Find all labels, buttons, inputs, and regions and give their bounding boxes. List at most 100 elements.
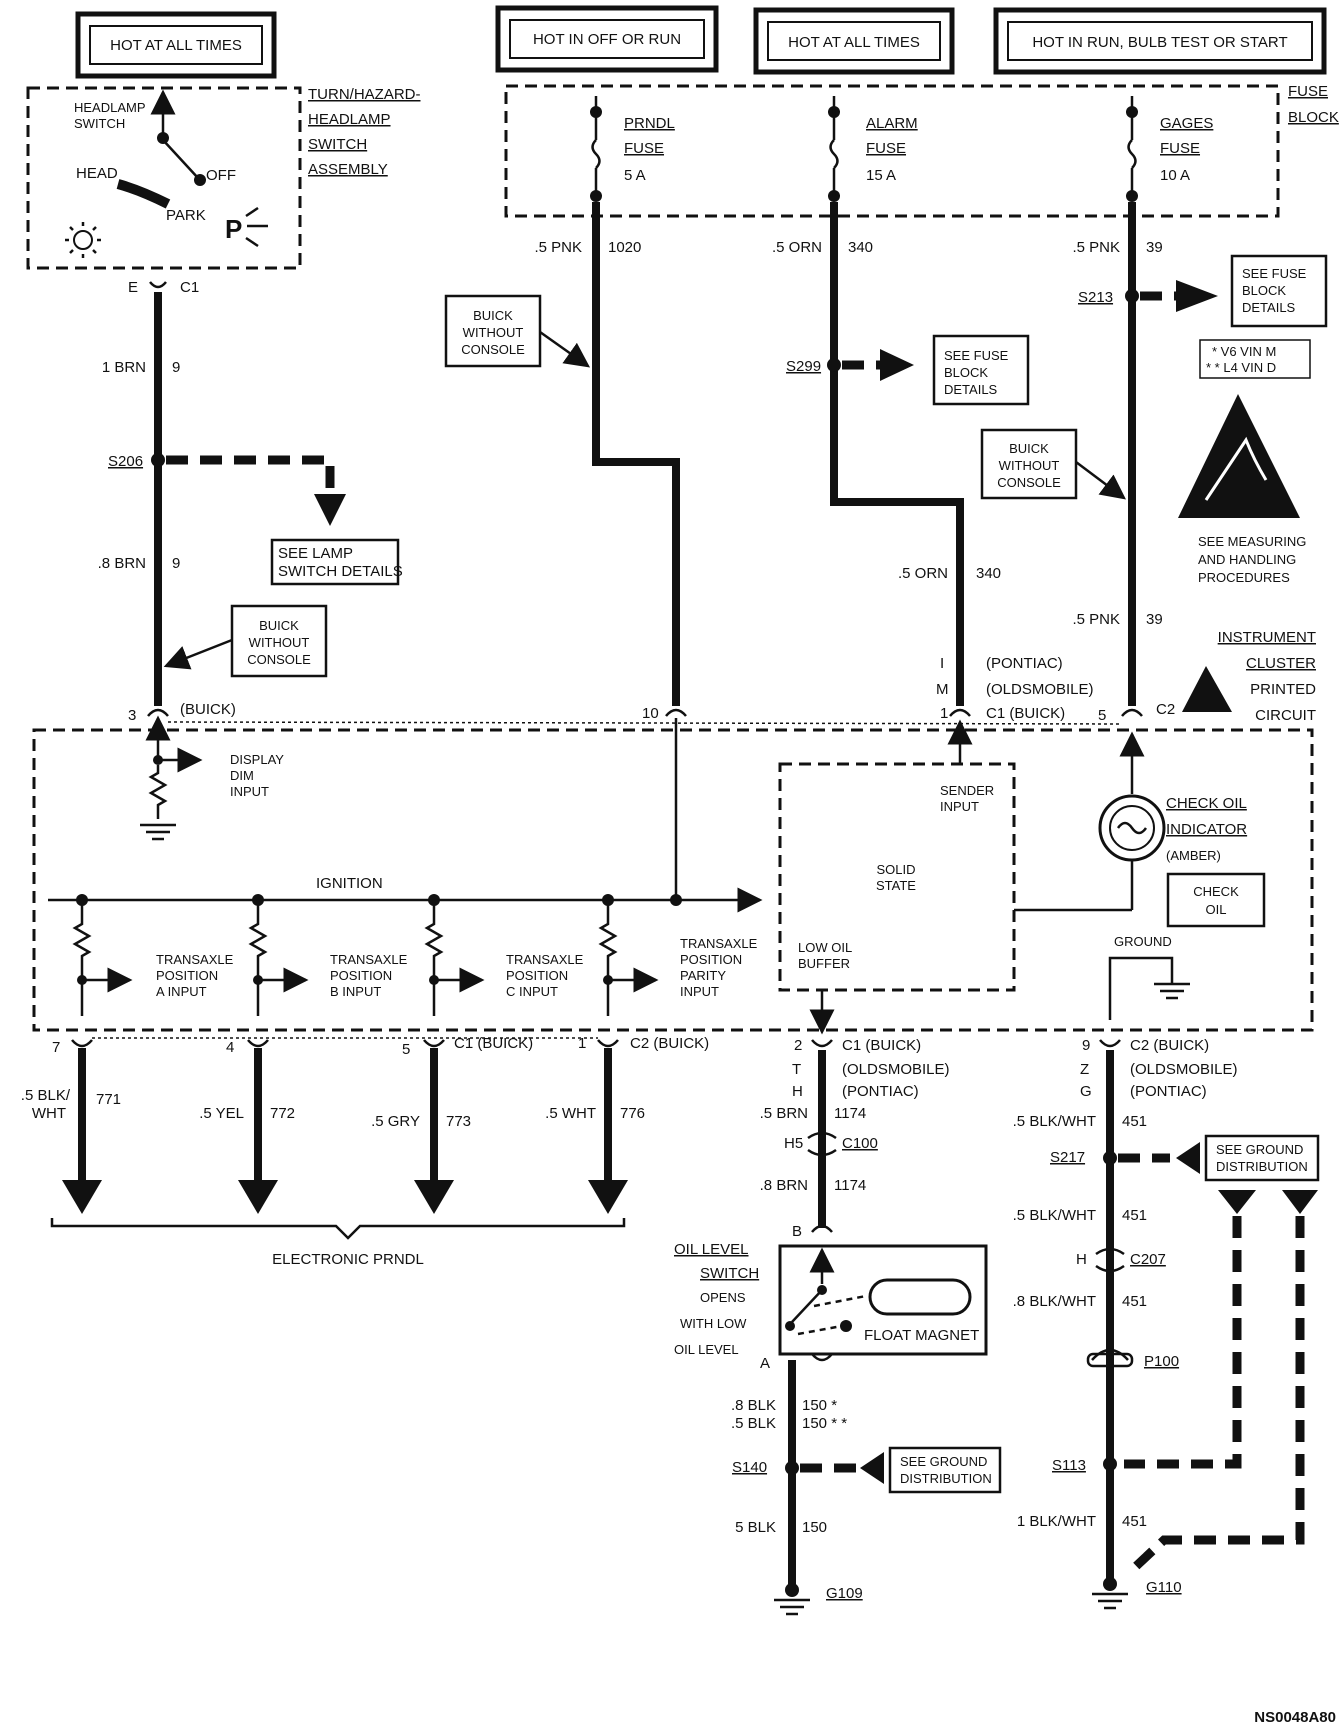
svg-text:M: M bbox=[936, 681, 949, 698]
oil-level-switch: B FLOAT MAGNET OIL LEVEL SWITCH OPENS WI… bbox=[674, 1223, 988, 1372]
svg-text:E: E bbox=[128, 279, 138, 296]
svg-text:C207: C207 bbox=[1130, 1251, 1166, 1268]
svg-text:POSITION: POSITION bbox=[330, 968, 392, 983]
ground-g109: G109 bbox=[774, 1583, 863, 1616]
splice-s299: S299 bbox=[786, 349, 914, 381]
svg-text:INSTRUMENT: INSTRUMENT bbox=[1218, 629, 1316, 646]
fuse-alarm: ALARM FUSE 15 A bbox=[828, 96, 918, 202]
note-buick-wc-left: BUICK WITHOUT CONSOLE bbox=[163, 604, 328, 678]
svg-text:9: 9 bbox=[1082, 1037, 1090, 1054]
svg-text:TRANSAXLE: TRANSAXLE bbox=[330, 952, 408, 967]
svg-text:150: 150 bbox=[802, 1519, 827, 1536]
svg-text:39: 39 bbox=[1146, 611, 1163, 628]
svg-text:HOT IN OFF OR RUN: HOT IN OFF OR RUN bbox=[533, 31, 681, 48]
svg-text:ELECTRONIC PRNDL: ELECTRONIC PRNDL bbox=[272, 1251, 424, 1268]
svg-text:.8 BLK: .8 BLK bbox=[731, 1397, 776, 1414]
svg-text:SOLID: SOLID bbox=[876, 862, 915, 877]
svg-text:POSITION: POSITION bbox=[156, 968, 218, 983]
svg-text:1: 1 bbox=[578, 1035, 586, 1052]
svg-text:(AMBER): (AMBER) bbox=[1166, 848, 1221, 863]
svg-text:B: B bbox=[792, 1223, 802, 1240]
wire-yel-772: .5 YEL 772 bbox=[199, 1048, 295, 1214]
svg-text:DISTRIBUTION: DISTRIBUTION bbox=[1216, 1159, 1308, 1174]
svg-text:.5 ORN: .5 ORN bbox=[898, 565, 948, 582]
svg-text:CHECK: CHECK bbox=[1193, 884, 1239, 899]
svg-text:DETAILS: DETAILS bbox=[944, 382, 998, 397]
splice-s217: S217 bbox=[1050, 1142, 1200, 1174]
note-buick-wc-right: BUICK WITHOUT CONSOLE bbox=[980, 428, 1126, 500]
svg-text:(BUICK): (BUICK) bbox=[180, 701, 236, 718]
fuse-prndl: PRNDL FUSE 5 A bbox=[590, 96, 675, 202]
note-vin-legend: * V6 VIN M * * L4 VIN D bbox=[1199, 339, 1311, 379]
svg-text:1174: 1174 bbox=[834, 1177, 866, 1194]
svg-text:B INPUT: B INPUT bbox=[330, 984, 381, 999]
svg-text:.5 ORN: .5 ORN bbox=[772, 239, 822, 256]
svg-text:P: P bbox=[225, 214, 242, 244]
wire-blk-wht-451: .5 BLK/WHT 451 .5 BLK/WHT 451 .8 BLK/WHT… bbox=[1013, 1050, 1147, 1584]
svg-text:340: 340 bbox=[848, 239, 873, 256]
svg-text:HOT AT ALL TIMES: HOT AT ALL TIMES bbox=[788, 34, 920, 51]
svg-text:HOT IN RUN, BULB TEST OR START: HOT IN RUN, BULB TEST OR START bbox=[1032, 34, 1287, 51]
svg-text:773: 773 bbox=[446, 1113, 471, 1130]
svg-text:C1 (BUICK): C1 (BUICK) bbox=[842, 1037, 921, 1054]
svg-text:PROCEDURES: PROCEDURES bbox=[1198, 570, 1290, 585]
svg-text:INPUT: INPUT bbox=[230, 784, 269, 799]
cluster-pin-1: I (PONTIAC) M (OLDSMOBILE) 1 C1 (BUICK) bbox=[936, 655, 1094, 722]
svg-text:.5 YEL: .5 YEL bbox=[199, 1105, 244, 1122]
svg-text:39: 39 bbox=[1146, 239, 1163, 256]
svg-text:771: 771 bbox=[96, 1091, 121, 1108]
svg-text:10 A: 10 A bbox=[1160, 167, 1190, 184]
svg-text:.5 GRY: .5 GRY bbox=[371, 1113, 420, 1130]
svg-text:POSITION: POSITION bbox=[506, 968, 568, 983]
svg-text:G: G bbox=[1080, 1083, 1092, 1100]
cluster-ground: GROUND bbox=[1108, 934, 1190, 1020]
svg-text:Z: Z bbox=[1080, 1061, 1089, 1078]
svg-text:150 *: 150 * bbox=[802, 1397, 837, 1414]
svg-text:HEADLAMP: HEADLAMP bbox=[74, 100, 146, 115]
svg-text:451: 451 bbox=[1122, 1113, 1147, 1130]
svg-text:DISPLAY: DISPLAY bbox=[230, 752, 284, 767]
svg-text:776: 776 bbox=[620, 1105, 645, 1122]
svg-text:INPUT: INPUT bbox=[680, 984, 719, 999]
svg-text:T: T bbox=[792, 1061, 801, 1078]
svg-text:.5 BLK/: .5 BLK/ bbox=[21, 1087, 71, 1104]
transaxle-parity: TRANSAXLE POSITION PARITY INPUT bbox=[598, 894, 758, 1016]
svg-text:S217: S217 bbox=[1050, 1149, 1085, 1166]
svg-text:4: 4 bbox=[226, 1039, 234, 1056]
svg-text:SWITCH DETAILS: SWITCH DETAILS bbox=[278, 563, 403, 580]
svg-text:.5 PNK: .5 PNK bbox=[1072, 239, 1120, 256]
svg-text:SEE MEASURING: SEE MEASURING bbox=[1198, 534, 1306, 549]
svg-text:451: 451 bbox=[1122, 1207, 1147, 1224]
instrument-cluster: INSTRUMENT CLUSTER PRINTED CIRCUIT bbox=[32, 629, 1316, 1032]
svg-text:ALARM: ALARM bbox=[866, 115, 918, 132]
svg-text:DIM: DIM bbox=[230, 768, 254, 783]
svg-text:SEE GROUND: SEE GROUND bbox=[900, 1454, 987, 1469]
svg-text:SWITCH: SWITCH bbox=[74, 116, 125, 131]
svg-text:TRANSAXLE: TRANSAXLE bbox=[506, 952, 584, 967]
svg-text:.5 BLK/WHT: .5 BLK/WHT bbox=[1013, 1113, 1096, 1130]
svg-text:CIRCUIT: CIRCUIT bbox=[1255, 707, 1316, 724]
svg-text:C2: C2 bbox=[1156, 701, 1175, 718]
headlamp-switch-assembly: TURN/HAZARD- HEADLAMP SWITCH ASSEMBLY HE… bbox=[26, 86, 421, 296]
svg-text:.5 PNK: .5 PNK bbox=[1072, 611, 1120, 628]
connector-c207: H C207 bbox=[1076, 1247, 1166, 1273]
splice-s113: S113 bbox=[1052, 1457, 1117, 1474]
svg-text:C INPUT: C INPUT bbox=[506, 984, 558, 999]
svg-text:TRANSAXLE: TRANSAXLE bbox=[680, 936, 758, 951]
svg-text:I: I bbox=[940, 655, 944, 672]
svg-text:(OLDSMOBILE): (OLDSMOBILE) bbox=[842, 1061, 950, 1078]
svg-text:SEE FUSE: SEE FUSE bbox=[944, 348, 1009, 363]
svg-text:STATE: STATE bbox=[876, 878, 916, 893]
bottom-pins: 7 4 5 C1 (BUICK) 1 C2 (BUICK) bbox=[52, 1035, 709, 1058]
svg-text:* V6 VIN M: * V6 VIN M bbox=[1212, 344, 1276, 359]
svg-text:451: 451 bbox=[1122, 1513, 1147, 1530]
svg-text:WITH LOW: WITH LOW bbox=[680, 1316, 747, 1331]
svg-text:FUSE: FUSE bbox=[866, 140, 906, 157]
wire-brn-9: 1 BRN 9 .8 BRN 9 bbox=[98, 292, 180, 706]
svg-text:BUICK: BUICK bbox=[1009, 441, 1049, 456]
wire-brn-1174: .5 BRN 1174 .8 BRN 1174 bbox=[760, 1050, 866, 1228]
svg-text:(OLDSMOBILE): (OLDSMOBILE) bbox=[986, 681, 1094, 698]
solid-state-module: SENDER INPUT SOLID STATE LOW OIL BUFFER bbox=[778, 719, 1132, 992]
svg-text:CONSOLE: CONSOLE bbox=[247, 652, 311, 667]
svg-text:S140: S140 bbox=[732, 1459, 767, 1476]
